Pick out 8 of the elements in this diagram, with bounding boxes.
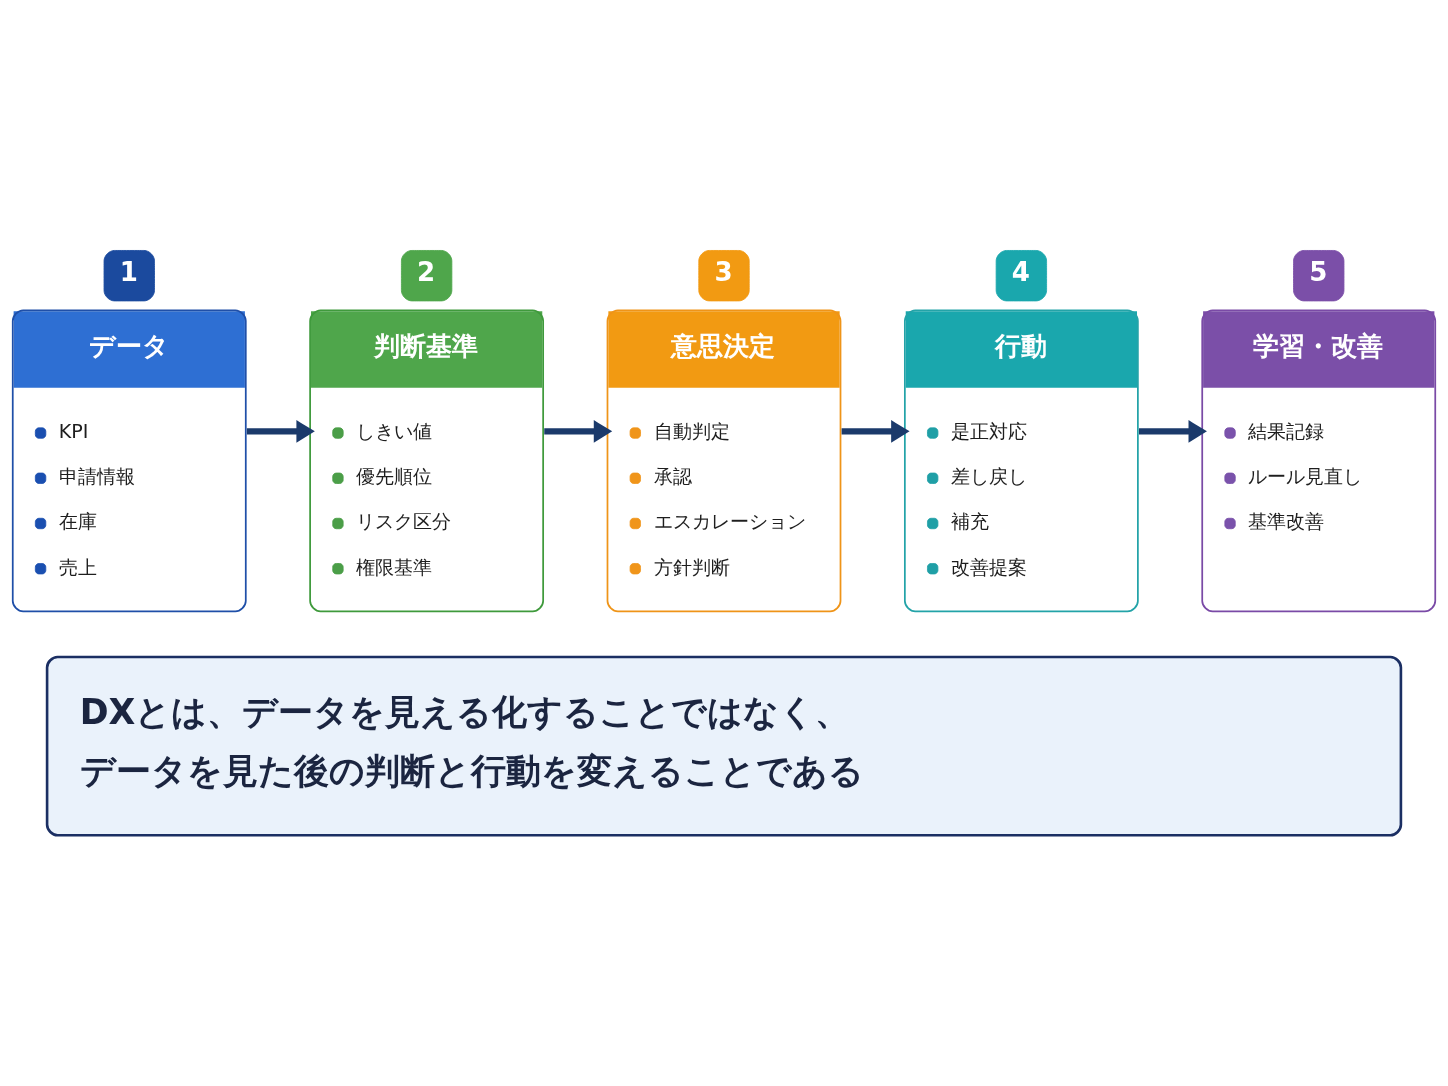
node-label: 4 [1011, 256, 1030, 287]
arrow [841, 419, 910, 443]
node-label: 1 [119, 256, 138, 287]
node-label: 3 [714, 256, 733, 287]
node-label: 5 [1309, 256, 1328, 287]
arrow [544, 419, 613, 443]
arrow [246, 419, 315, 443]
node-label: 2 [417, 256, 436, 287]
